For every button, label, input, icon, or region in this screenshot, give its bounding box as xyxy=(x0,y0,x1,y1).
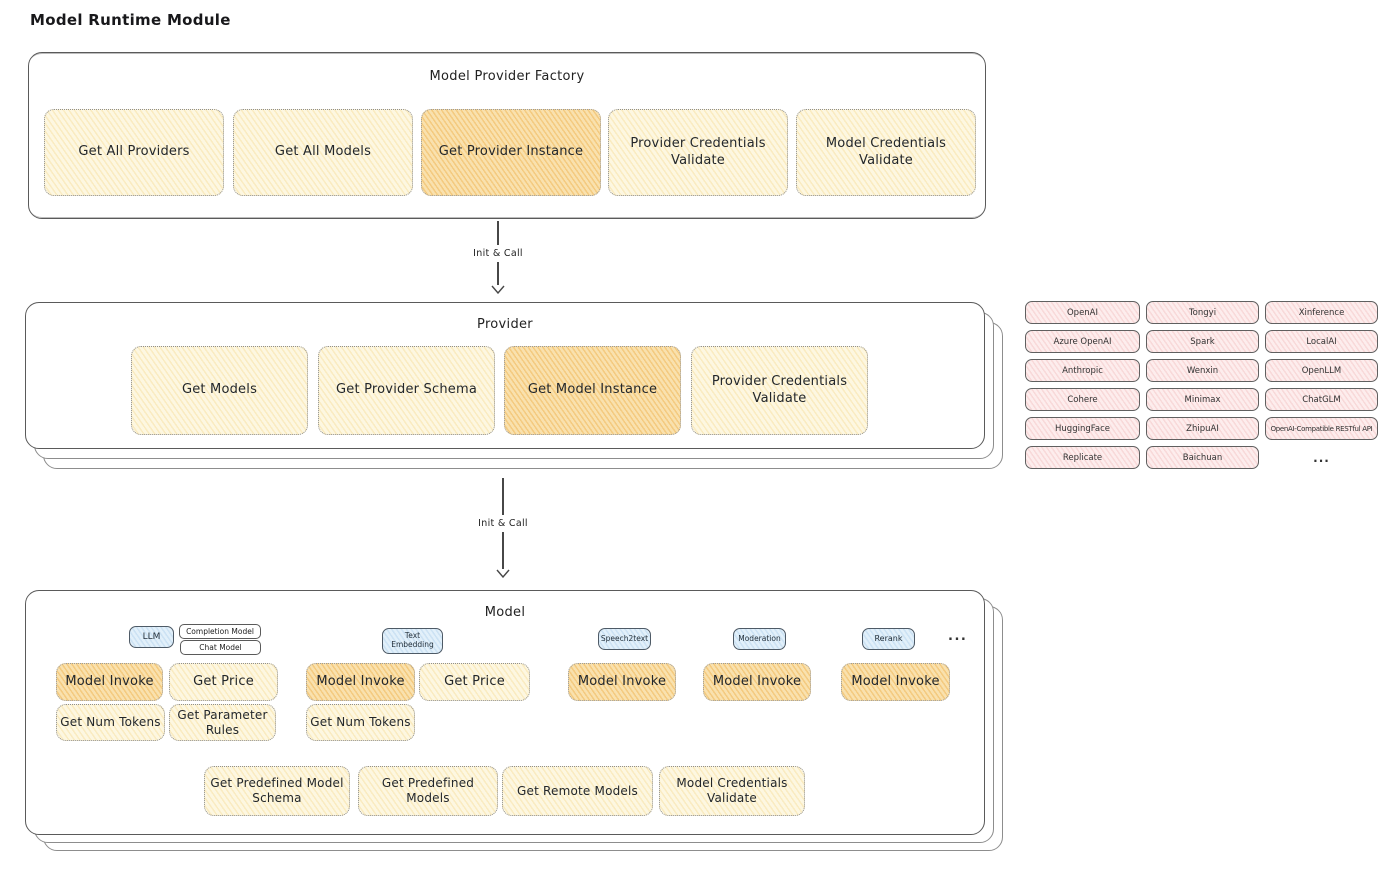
provider-pill-openllm: OpenLLM xyxy=(1265,359,1378,382)
tab-speech2text: Speech2text xyxy=(598,628,651,650)
arrow-label: Init & Call xyxy=(478,518,528,529)
node-llm-get-num-tokens: Get Num Tokens xyxy=(56,704,165,741)
arrow-head-icon xyxy=(496,569,510,578)
node-get-predefined-models: Get Predefined Models xyxy=(358,766,498,816)
node-moderation-model-invoke: Model Invoke xyxy=(703,663,811,701)
provider-pill-openai: OpenAI xyxy=(1025,301,1140,324)
node-llm-get-price: Get Price xyxy=(169,663,278,701)
provider-pill-tongyi: Tongyi xyxy=(1146,301,1259,324)
node-get-remote-models: Get Remote Models xyxy=(502,766,653,816)
provider-pill-chatglm: ChatGLM xyxy=(1265,388,1378,411)
node-model-credentials-validate: Model Credentials Validate xyxy=(796,109,976,196)
node-get-provider-schema: Get Provider Schema xyxy=(318,346,495,435)
tab-moderation: Moderation xyxy=(733,628,786,650)
node-provider-credentials-validate-2: Provider Credentials Validate xyxy=(691,346,868,435)
node-get-models: Get Models xyxy=(131,346,308,435)
provider-pill-anthropic: Anthropic xyxy=(1025,359,1140,382)
node-get-all-providers: Get All Providers xyxy=(44,109,224,196)
arrow-line xyxy=(502,532,504,569)
node-get-provider-instance: Get Provider Instance xyxy=(421,109,601,196)
factory-title: Model Provider Factory xyxy=(429,69,585,84)
tab-llm: LLM xyxy=(129,626,174,648)
tag-completion-model: Completion Model xyxy=(179,624,261,639)
arrow-factory-to-provider: Init & Call xyxy=(448,221,548,294)
arrow-provider-to-model: Init & Call xyxy=(453,478,553,578)
model-box: Model LLM Completion Model Chat Model Te… xyxy=(25,590,985,835)
provider-pill-minimax: Minimax xyxy=(1146,388,1259,411)
provider-pill-spark: Spark xyxy=(1146,330,1259,353)
node-speech2text-model-invoke: Model Invoke xyxy=(568,663,676,701)
node-rerank-model-invoke: Model Invoke xyxy=(841,663,950,701)
node-get-predefined-model-schema: Get Predefined Model Schema xyxy=(204,766,350,816)
arrow-line xyxy=(497,221,499,245)
provider-pill-wenxin: Wenxin xyxy=(1146,359,1259,382)
factory-box: Model Provider Factory Get All Providers… xyxy=(28,52,986,219)
provider-pill-cohere: Cohere xyxy=(1025,388,1140,411)
node-provider-credentials-validate: Provider Credentials Validate xyxy=(608,109,788,196)
provider-list-grid: OpenAI Tongyi Xinference Azure OpenAI Sp… xyxy=(1025,301,1378,469)
provider-pill-baichuan: Baichuan xyxy=(1146,446,1259,469)
node-get-model-instance: Get Model Instance xyxy=(504,346,681,435)
tab-rerank: Rerank xyxy=(862,628,915,650)
node-embedding-get-num-tokens: Get Num Tokens xyxy=(306,704,415,741)
model-title: Model xyxy=(484,605,526,620)
provider-box: Provider Get Models Get Provider Schema … xyxy=(25,302,985,449)
node-llm-model-invoke: Model Invoke xyxy=(56,663,163,701)
provider-pill-replicate: Replicate xyxy=(1025,446,1140,469)
node-model-credentials-validate-2: Model Credentials Validate xyxy=(659,766,805,816)
model-tabs-ellipsis: ... xyxy=(948,629,968,644)
provider-pill-azure-openai: Azure OpenAI xyxy=(1025,330,1140,353)
node-get-all-models: Get All Models xyxy=(233,109,413,196)
provider-pill-xinference: Xinference xyxy=(1265,301,1378,324)
node-embedding-get-price: Get Price xyxy=(419,663,530,701)
provider-pill-zhipuai: ZhipuAI xyxy=(1146,417,1259,440)
provider-pill-huggingface: HuggingFace xyxy=(1025,417,1140,440)
arrow-line xyxy=(497,261,499,285)
node-embedding-model-invoke: Model Invoke xyxy=(306,663,415,701)
provider-pill-localai: LocalAI xyxy=(1265,330,1378,353)
arrow-head-icon xyxy=(491,285,505,294)
provider-title: Provider xyxy=(477,317,533,332)
tag-chat-model: Chat Model xyxy=(180,640,261,655)
node-llm-get-parameter-rules: Get Parameter Rules xyxy=(169,704,276,741)
provider-list-ellipsis: ... xyxy=(1313,450,1330,465)
page-title: Model Runtime Module xyxy=(30,11,231,29)
tab-text-embedding: Text Embedding xyxy=(382,628,443,654)
arrow-label: Init & Call xyxy=(473,247,523,259)
provider-pill-openai-compatible: OpenAI-Compatible RESTful API xyxy=(1265,417,1378,440)
arrow-line xyxy=(502,478,504,515)
